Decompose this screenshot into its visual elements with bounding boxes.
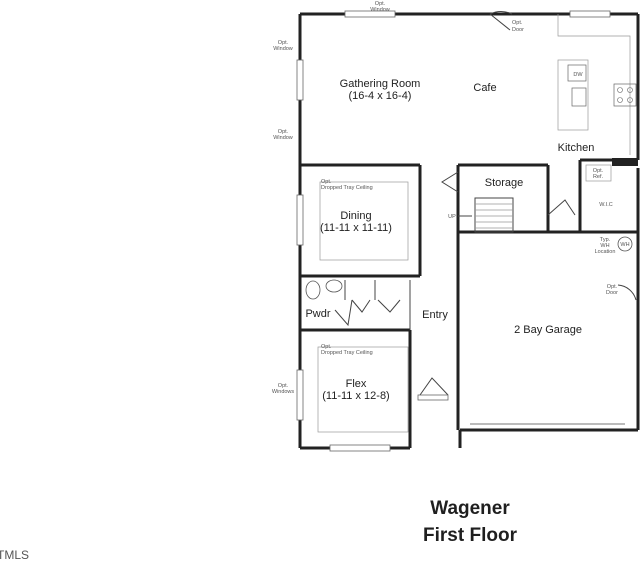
note-dw: DW: [573, 72, 583, 78]
pwdr-label: Pwdr: [305, 308, 330, 320]
entry-label: Entry: [422, 309, 448, 321]
dining-tray-ceiling: [319, 181, 409, 261]
note-window: Window: [273, 46, 293, 52]
note-dropped-tray: Dropped Tray Ceiling: [321, 185, 373, 191]
note-wic: W.I.C: [599, 202, 612, 208]
cafe-label: Cafe: [473, 82, 496, 94]
note-up: UP: [448, 214, 456, 220]
plan-title-line2: First Floor: [423, 525, 518, 546]
note-typ: Typ.: [600, 237, 611, 243]
plan-title-line1: Wagener: [430, 498, 510, 519]
note-door: Door: [606, 290, 618, 296]
dining-label: Dining: [340, 210, 371, 222]
note-opt: Opt.: [607, 284, 618, 290]
note-opt: Opt.: [321, 344, 332, 350]
water-heater-icon: [617, 236, 633, 252]
kitchen-label: Kitchen: [558, 142, 595, 154]
stairs: [458, 197, 514, 233]
note-ref: Ref.: [593, 174, 604, 180]
interior-walls: [300, 158, 638, 448]
gathering-room-dims: (16-4 x 16-4): [349, 90, 412, 102]
door-swings: [334, 10, 637, 401]
flex-label: Flex: [346, 378, 367, 390]
note-opt: Opt.: [278, 383, 289, 389]
flex-dims: (11-11 x 12-8): [322, 390, 389, 402]
note-opt: Opt.: [375, 1, 386, 7]
note-dropped-tray: Dropped Tray Ceiling: [321, 350, 373, 356]
note-opt: Opt.: [321, 179, 332, 185]
watermark: TMLS: [0, 548, 29, 562]
note-location: Location: [595, 249, 616, 255]
gathering-room-label: Gathering Room: [340, 78, 421, 90]
note-windows: Windows: [272, 389, 295, 395]
storage-label: Storage: [485, 177, 524, 189]
kitchen-counters: [557, 14, 638, 182]
windows: [296, 10, 611, 452]
note-opt: Opt.: [278, 129, 289, 135]
dining-dims: (11-11 x 11-11): [320, 222, 392, 234]
note-window: Window: [370, 7, 390, 13]
note-opt: Opt.: [278, 40, 289, 46]
garage-label: 2 Bay Garage: [514, 324, 582, 336]
flex-tray-ceiling: [317, 346, 409, 433]
powder-fixtures: [305, 279, 343, 300]
note-wh-icon: WH: [620, 242, 629, 248]
annotations: Opt. Window Opt. Window Opt. Window Opt.…: [272, 1, 630, 395]
note-window: Window: [273, 135, 293, 141]
note-opt: Opt.: [512, 20, 523, 26]
note-door: Door: [512, 27, 524, 33]
note-opt: Opt.: [593, 168, 604, 174]
note-wh: WH: [600, 243, 609, 249]
